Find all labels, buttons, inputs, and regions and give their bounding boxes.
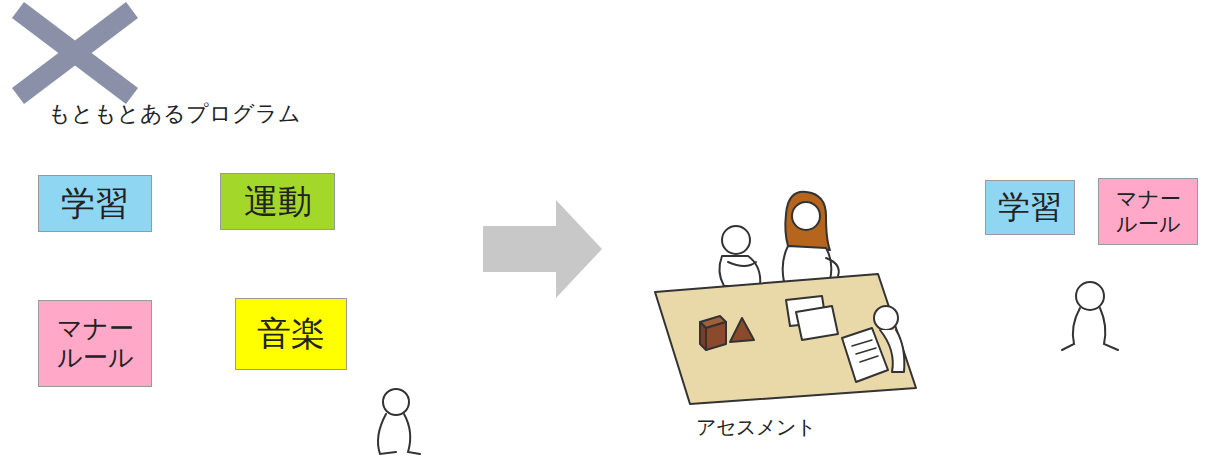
person-body — [783, 246, 832, 282]
person-head — [722, 226, 750, 254]
child-figure — [1062, 282, 1118, 350]
figure-head — [383, 389, 409, 415]
clipboard-lines — [852, 340, 878, 362]
program-label: 運動 — [244, 182, 312, 221]
paper — [796, 306, 838, 340]
person-body — [719, 256, 760, 286]
figure-head — [1076, 282, 1104, 310]
person-head — [874, 306, 898, 330]
program-label: 音楽 — [257, 314, 325, 353]
program-box: マナー ルール — [1098, 178, 1198, 245]
scene-caption: アセスメント — [696, 414, 816, 441]
program-label: 学習 — [61, 184, 129, 223]
program-box: 音楽 — [235, 298, 347, 370]
person-head — [792, 202, 820, 230]
program-box: 学習 — [38, 175, 152, 232]
person-arm — [826, 258, 839, 276]
assessment-scene — [655, 192, 916, 404]
block-front — [706, 322, 726, 350]
person-hair — [785, 192, 830, 250]
child-figure — [378, 389, 420, 454]
flow-arrow — [483, 200, 602, 298]
program-box: マナー ルール — [38, 300, 152, 387]
person-arm — [728, 262, 756, 266]
triangle-block — [730, 318, 754, 342]
program-label: マナー ルール — [47, 315, 143, 373]
program-label: 学習 — [998, 189, 1062, 226]
heading-note: もともとあるプログラム — [48, 99, 301, 129]
table — [655, 274, 916, 404]
figure-body — [378, 414, 420, 454]
figure-body — [1062, 308, 1118, 350]
program-box: 学習 — [985, 180, 1075, 235]
cross-stroke — [18, 10, 132, 96]
cross-stroke — [18, 10, 132, 96]
program-label: マナー ルール — [1107, 187, 1189, 235]
program-box: 運動 — [220, 173, 335, 230]
clipboard — [842, 328, 888, 382]
cross-mark — [18, 10, 132, 96]
